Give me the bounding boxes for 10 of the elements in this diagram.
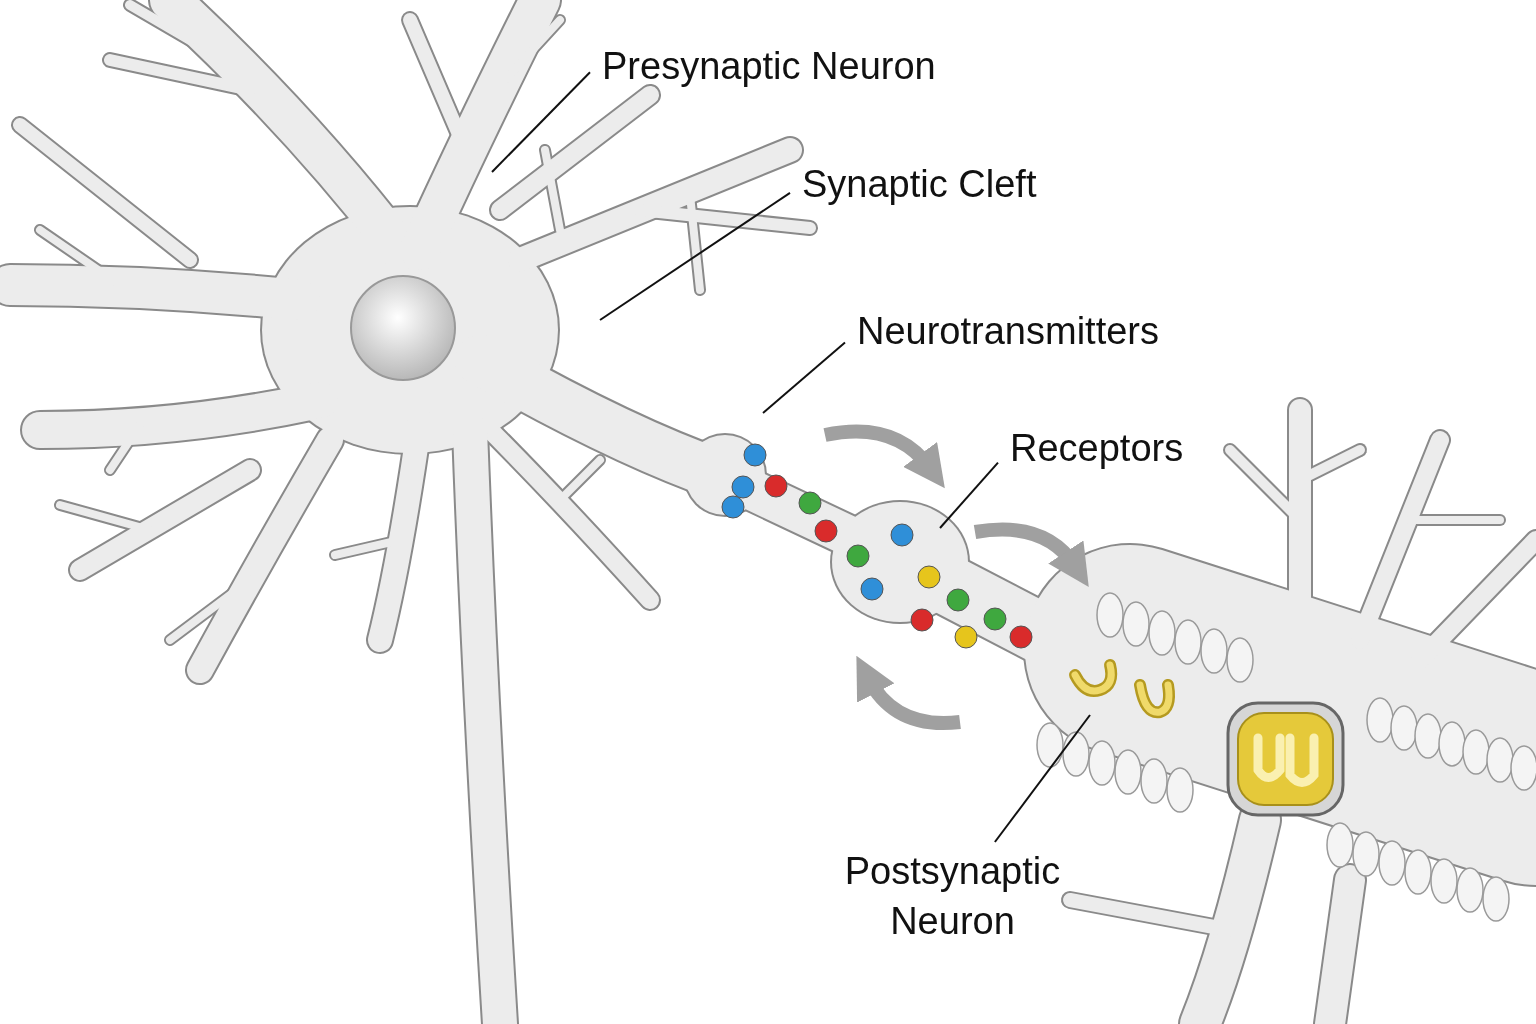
leader-line (599, 191, 791, 321)
leader-line (491, 71, 591, 173)
part-label: Synaptic Cleft (801, 162, 1038, 207)
part-label: Receptors (1009, 426, 1185, 471)
part-label: Postsynaptic Neuron (843, 849, 1062, 944)
leader-line (762, 341, 846, 414)
part-label: Presynaptic Neuron (601, 44, 937, 89)
leader-line (939, 461, 999, 529)
leader-line (993, 714, 1091, 843)
part-label: Neurotransmitters (856, 309, 1160, 354)
